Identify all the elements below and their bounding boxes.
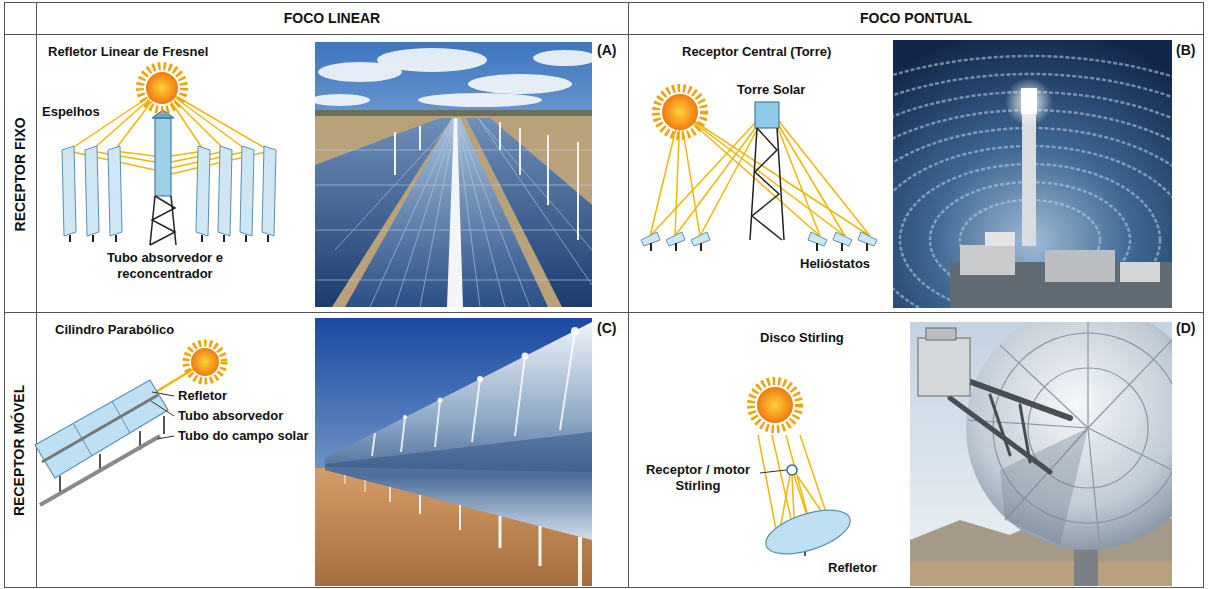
part-label: Torre Solar	[737, 82, 805, 98]
part-label: Tubo do campo solar	[178, 428, 309, 444]
column-header: FOCO LINEAR	[284, 10, 380, 27]
tower-photo	[893, 40, 1172, 308]
part-label: Espelhos	[42, 104, 100, 120]
dish-schematic	[751, 381, 855, 563]
panel-title: Receptor Central (Torre)	[682, 44, 831, 60]
column-header: FOCO PONTUAL	[860, 10, 972, 27]
part-label: Refletor	[178, 388, 227, 404]
tower-schematic	[641, 88, 877, 251]
panel-letter: (A)	[597, 42, 616, 59]
part-label: Tubo absorvedor	[178, 408, 283, 424]
part-label: Refletor	[828, 560, 877, 576]
dish-photo	[910, 322, 1172, 586]
trough-schematic	[35, 343, 224, 505]
panel-letter: (C)	[597, 320, 616, 337]
panel-letter: (B)	[1176, 42, 1195, 59]
trough-photo	[315, 318, 592, 586]
row-header: RECEPTOR FIXO	[12, 117, 29, 231]
table-grid	[4, 2, 1204, 588]
fresnel-schematic	[62, 66, 276, 245]
part-label: Receptor / motor Stirling	[640, 462, 756, 493]
fresnel-photo	[315, 42, 592, 307]
part-label: Tubo absorvedor e reconcentrador	[90, 250, 240, 281]
panel-title: Disco Stirling	[760, 330, 844, 346]
panel-title: Cilindro Parabólico	[55, 322, 174, 338]
part-label: Helióstatos	[800, 256, 870, 272]
panel-title: Refletor Linear de Fresnel	[48, 44, 208, 60]
row-header: RECEPTOR MÓVEL	[12, 384, 29, 515]
panel-letter: (D)	[1176, 320, 1195, 337]
